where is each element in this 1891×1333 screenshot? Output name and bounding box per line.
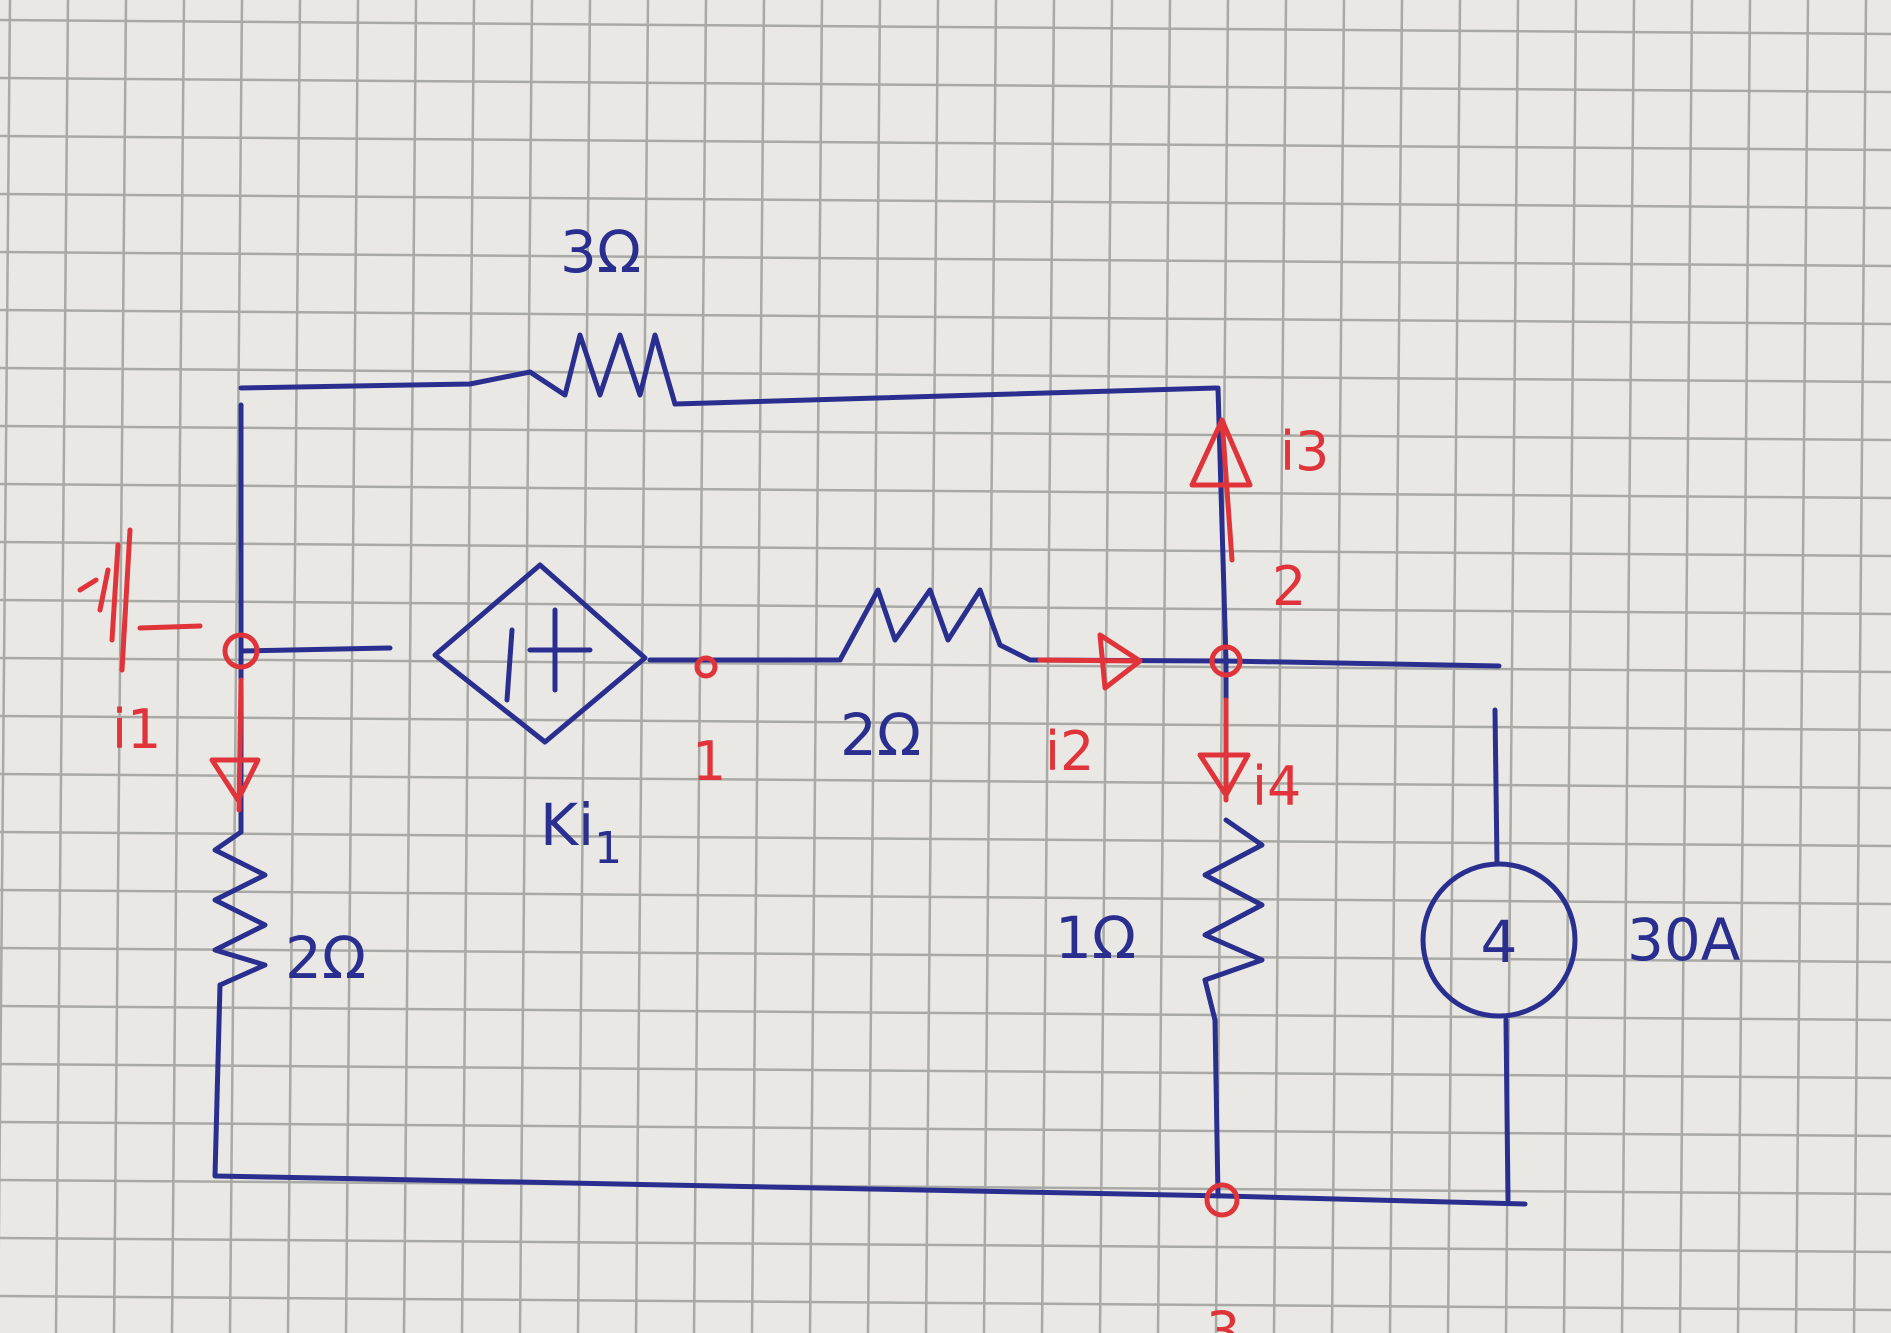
grid-line-vertical bbox=[1330, 0, 1346, 1333]
grid-line-horizontal bbox=[0, 76, 1891, 94]
grid-line-vertical bbox=[54, 0, 70, 1333]
top-wire bbox=[238, 369, 1219, 407]
grid-line-horizontal bbox=[0, 366, 1891, 384]
label-2ohm-mid: 2Ω bbox=[840, 701, 921, 769]
grid-line-horizontal bbox=[0, 192, 1891, 210]
right-vertical-lower bbox=[1212, 1017, 1221, 1199]
source-wire-top bbox=[1492, 707, 1500, 866]
arrow-i3-icon bbox=[1189, 417, 1253, 563]
source-wire-bottom bbox=[1503, 1017, 1511, 1203]
grid-line-vertical bbox=[1678, 0, 1694, 1333]
grid-line-vertical bbox=[0, 0, 12, 1250]
grid-line-vertical bbox=[460, 0, 476, 1333]
label-2ohm-left: 2Ω bbox=[285, 924, 366, 992]
grid-line-horizontal bbox=[0, 424, 1891, 442]
grid-line-horizontal bbox=[0, 250, 1891, 268]
grid-line-horizontal bbox=[0, 540, 1891, 558]
label-i2: i2 bbox=[1045, 720, 1094, 783]
arrow-i4-icon bbox=[1197, 697, 1251, 803]
grid-line-horizontal bbox=[0, 888, 1891, 906]
grid-line-horizontal bbox=[0, 1294, 1891, 1312]
grid-line-vertical bbox=[634, 0, 650, 1333]
grid-line-horizontal bbox=[0, 946, 1891, 964]
resistor-2ohm-left bbox=[212, 829, 268, 988]
grid-line-horizontal bbox=[0, 134, 1891, 152]
grid-line-horizontal bbox=[0, 18, 1891, 36]
grid-line-vertical bbox=[286, 0, 302, 1333]
label-node-2: 2 bbox=[1272, 555, 1306, 618]
grid-line-horizontal bbox=[0, 1120, 1891, 1138]
grid-line-vertical bbox=[866, 0, 882, 1333]
node-2-marker bbox=[1209, 644, 1243, 678]
grid-line-horizontal bbox=[0, 482, 1891, 500]
grid-line-horizontal bbox=[0, 714, 1891, 732]
annotations bbox=[77, 417, 1253, 1218]
grid-line-vertical bbox=[1852, 0, 1868, 1333]
current-source: 4 bbox=[1420, 861, 1578, 1019]
grid-line-horizontal bbox=[0, 772, 1891, 790]
label-node-1: 1 bbox=[692, 730, 726, 793]
label-i4: i4 bbox=[1252, 755, 1301, 818]
node-3-marker bbox=[1204, 1182, 1240, 1218]
current-source-symbol: 4 bbox=[1481, 908, 1518, 976]
grid-line-vertical bbox=[1794, 0, 1810, 1333]
grid-line-vertical bbox=[402, 0, 418, 1333]
grid-line-horizontal bbox=[0, 1236, 1891, 1254]
resistor-1ohm bbox=[1202, 817, 1265, 1023]
grid-line-horizontal bbox=[0, 830, 1891, 848]
grid-line-vertical bbox=[518, 0, 534, 1333]
label-node-3: 3 bbox=[1206, 1300, 1240, 1333]
grid-line-vertical bbox=[808, 0, 824, 1333]
arrow-i2-icon bbox=[1037, 632, 1143, 691]
grid-line-horizontal bbox=[0, 1004, 1891, 1022]
node-left-marker bbox=[222, 632, 260, 670]
grid-line-vertical bbox=[576, 0, 592, 1333]
grid-line-vertical bbox=[1620, 0, 1636, 1333]
grid-line-horizontal bbox=[0, 656, 1891, 674]
left-lower-wire bbox=[212, 982, 1528, 1207]
grid-line-vertical bbox=[170, 0, 186, 1333]
grid-line-vertical bbox=[1562, 0, 1578, 1333]
grid-line-horizontal bbox=[0, 598, 1891, 616]
resistor-3ohm bbox=[527, 332, 678, 407]
mid-wire-left bbox=[238, 645, 843, 663]
label-i3: i3 bbox=[1280, 420, 1329, 483]
grid-line-vertical bbox=[924, 0, 940, 1333]
resistor-2ohm-mid bbox=[837, 587, 1033, 663]
node-1-marker bbox=[694, 655, 718, 679]
arrow-i1-icon bbox=[209, 677, 261, 813]
label-3ohm: 3Ω bbox=[560, 218, 641, 286]
label-i1: i1 bbox=[112, 698, 161, 761]
grid-line-horizontal bbox=[0, 308, 1891, 326]
grid-line-horizontal bbox=[0, 1062, 1891, 1080]
label-1ohm: 1Ω bbox=[1055, 904, 1136, 972]
label-dependent-source: Ki1 bbox=[540, 791, 622, 874]
dependent-voltage-source bbox=[432, 562, 648, 745]
ground-icon bbox=[77, 527, 203, 673]
label-30A: 30A bbox=[1627, 906, 1741, 974]
grid-line-vertical bbox=[344, 0, 360, 1333]
grid-line-vertical bbox=[750, 0, 766, 1333]
grid-line-vertical bbox=[692, 0, 708, 1333]
grid-line-horizontal bbox=[0, 1178, 1891, 1196]
grid-line-vertical bbox=[1736, 0, 1752, 1333]
